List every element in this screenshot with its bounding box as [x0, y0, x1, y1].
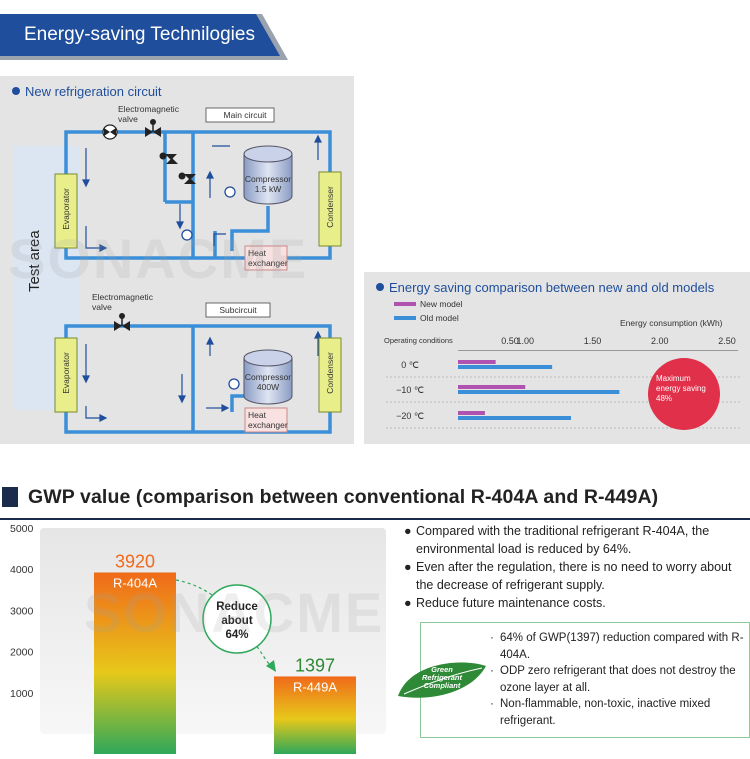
legend-new-swatch — [394, 302, 416, 306]
gwp-tick-label: 1000 — [10, 688, 34, 700]
gwp-bar — [274, 676, 356, 754]
energy-bar — [458, 365, 553, 369]
bullet-dot-icon — [376, 283, 384, 291]
axis-title: Energy consumption (kWh) — [620, 318, 723, 328]
leaf-badge-icon — [398, 662, 486, 698]
gwp-tick-label: 5000 — [10, 523, 34, 535]
green-items: ·64% of GWP(1397) reduction compared wit… — [490, 630, 748, 729]
energy-saving-callout — [648, 358, 720, 430]
gwp-annotation-text: Reduce — [216, 601, 258, 613]
subcircuit-label: Subcircuit — [219, 305, 257, 315]
green-item: ·ODP zero refrigerant that does not dest… — [490, 665, 736, 694]
watermark: SONACME — [84, 581, 385, 644]
gwp-annotation-text: 64% — [225, 629, 248, 641]
gwp-value-label: 1397 — [295, 655, 335, 675]
main-circuit-label: Main circuit — [223, 110, 267, 120]
legend-old-swatch — [394, 316, 416, 320]
gwp-bar — [94, 572, 176, 754]
circuit-title: New refrigeration circuit — [12, 84, 162, 99]
bullet-item: ●Even after the regulation, there is no … — [404, 560, 732, 592]
gwp-value-label: 3920 — [115, 551, 155, 571]
energy-bar — [458, 385, 526, 389]
gwp-heading-marker — [2, 487, 18, 507]
green-item: ·64% of GWP(1397) reduction compared wit… — [490, 632, 744, 661]
green-refrigerant-box — [420, 622, 750, 738]
energy-tick-label: 2.50 — [718, 336, 736, 346]
bullet-item: ●Compared with the traditional refrigera… — [404, 524, 710, 556]
energy-tick-label: 0.50 — [501, 336, 519, 346]
gwp-reduce-badge — [202, 584, 272, 654]
green-item: ·Non-flammable, non-toxic, inactive mixe… — [490, 698, 711, 727]
conditions-label: Operating conditions — [384, 336, 453, 345]
energy-bar — [458, 411, 485, 415]
legend-old-label: Old model — [420, 313, 459, 323]
gwp-bar-label: R-404A — [113, 575, 157, 590]
gwp-divider — [0, 518, 750, 520]
circuit-diagram — [54, 107, 342, 434]
bullet-item: ●Reduce future maintenance costs. — [404, 596, 606, 610]
axis-line — [458, 350, 738, 351]
watermark: SONACME — [8, 227, 309, 290]
energy-category-label: 0 ℃ — [401, 360, 419, 370]
energy-category-label: −10 ℃ — [396, 385, 424, 395]
energy-tick-label: 1.00 — [516, 336, 534, 346]
energy-bar — [458, 416, 571, 420]
gwp-title: GWP value (comparison between convention… — [28, 486, 659, 508]
gwp-tick-label: 2000 — [10, 647, 34, 659]
section-banner — [0, 14, 288, 60]
gwp-annotation-text: about — [221, 615, 252, 627]
energy-bar — [458, 360, 496, 364]
section-title: Energy-saving Technilogies — [24, 24, 255, 45]
legend-new-label: New model — [420, 299, 463, 309]
gwp-tick-label: 3000 — [10, 605, 34, 617]
energy-title: Energy saving comparison between new and… — [376, 280, 714, 295]
gwp-bullets: ●Compared with the traditional refrigera… — [404, 522, 750, 612]
energy-tick-label: 1.50 — [584, 336, 602, 346]
bullet-dot-icon — [12, 87, 20, 95]
energy-bar — [458, 390, 620, 394]
gwp-tick-label: 4000 — [10, 564, 34, 576]
energy-category-label: −20 ℃ — [396, 411, 424, 421]
energy-tick-label: 2.00 — [651, 336, 669, 346]
gwp-arrow-head — [266, 660, 276, 672]
gwp-bar-label: R-449A — [293, 679, 337, 694]
